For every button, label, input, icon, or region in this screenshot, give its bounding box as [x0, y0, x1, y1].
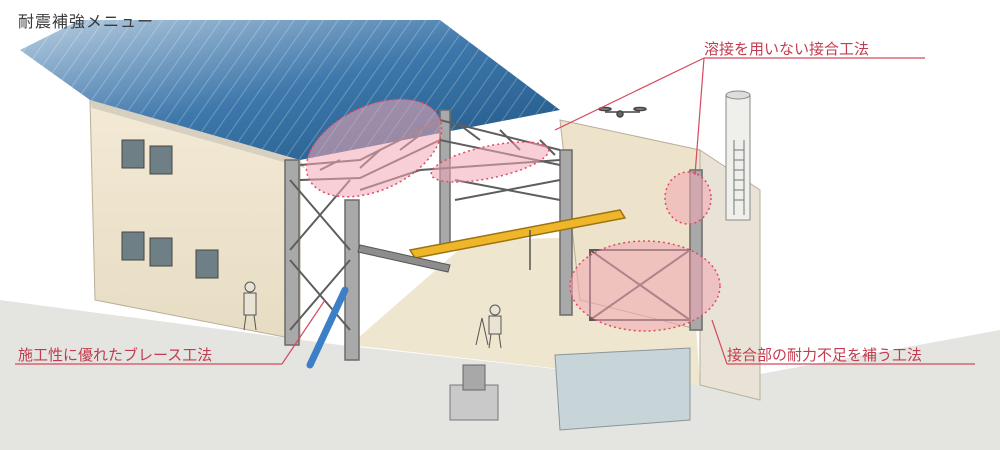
window: [149, 145, 173, 175]
page-title: 耐震補強メニュー: [18, 12, 155, 31]
tower-ladder: [733, 140, 745, 215]
highlight-joint-panel: [569, 240, 721, 332]
leader-lines: [15, 57, 975, 365]
basement-pit: [554, 347, 691, 431]
overhead-crane: [408, 209, 627, 259]
crane-rail: [357, 244, 451, 273]
callout-joint-strength: 接合部の耐力不足を補う工法: [727, 346, 923, 364]
window: [149, 237, 173, 267]
window: [195, 249, 219, 279]
ground: [0, 300, 1000, 450]
highlight-roof-truss: [305, 98, 443, 198]
window: [121, 231, 145, 261]
highlight-corner-joint: [664, 171, 712, 225]
worker-figure: [243, 281, 257, 331]
callout-welding-free-joint: 溶接を用いない接合工法: [704, 40, 870, 58]
callout-brace-method: 施工性に優れたブレース工法: [18, 346, 213, 364]
blue-brace: [306, 286, 349, 369]
tower: [725, 94, 751, 221]
window: [121, 139, 145, 169]
surveyor-figure: [475, 304, 502, 349]
highlight-welding-joint: [430, 141, 550, 183]
roof-edge: [90, 100, 305, 168]
drone-icon: [598, 106, 647, 118]
foundation: [449, 384, 499, 421]
